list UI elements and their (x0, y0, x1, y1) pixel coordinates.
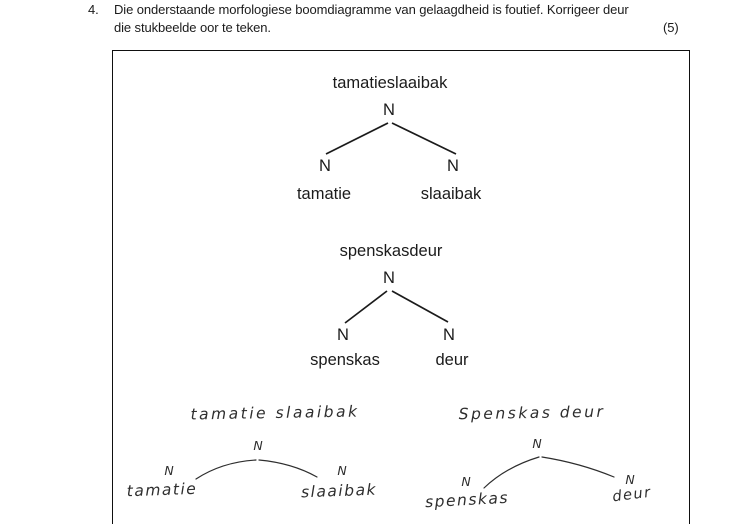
question-marks: (5) (663, 20, 679, 35)
tree2-left-node: N (337, 326, 349, 344)
tree1-right-word: slaaibak (420, 185, 482, 203)
tree2-left-word: spenskas (310, 351, 380, 369)
tree2-compound-word: spenskasdeur (339, 242, 443, 260)
question-text-line1: Die onderstaande morfologiese boomdiagra… (114, 2, 629, 17)
hand-tree1-compound-word: tamatie slaaibak (190, 402, 360, 424)
tree2-right-word: deur (435, 351, 469, 369)
question-text-line2: die stukbeelde oor te teken. (114, 20, 271, 35)
hand-tree1-left-word: tamatie (126, 479, 198, 501)
hand-tree1-root-node: N (253, 438, 263, 453)
hand-tree1-right-node: N (337, 463, 347, 478)
tree1-left-node: N (319, 157, 331, 175)
tree2-right-node: N (443, 326, 455, 344)
tree1-compound-word: tamatieslaaibak (332, 74, 448, 92)
tree1-root-node: N (383, 101, 395, 119)
hand-tree2-right-node: N (625, 472, 635, 487)
hand-tree1-right-word: slaaibak (300, 480, 378, 502)
answer-box-frame (112, 50, 690, 524)
hand-tree1-left-node: N (164, 463, 174, 478)
hand-tree2-root-node: N (532, 436, 542, 451)
question-number: 4. (88, 2, 99, 17)
hand-tree2-compound-word: Spenskas deur (458, 402, 606, 424)
tree1-right-node: N (447, 157, 459, 175)
hand-tree2-left-node: N (461, 474, 471, 489)
tree2-root-node: N (383, 269, 395, 287)
tree1-left-word: tamatie (296, 185, 352, 203)
